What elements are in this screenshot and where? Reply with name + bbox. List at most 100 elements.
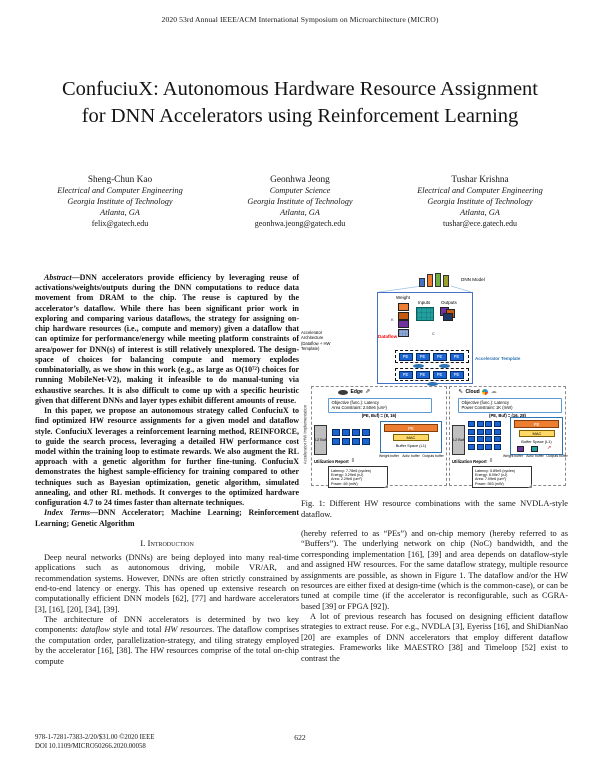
author-dept: Electrical and Computer Engineering [57,186,183,196]
edge-panel: Edge ⇗ Objective (func.): Latency Area C… [311,386,447,489]
author-name: Sheng-Chun Kao [87,175,153,185]
author-2: Geonhwa Jeong Computer Science Georgia I… [210,174,390,230]
author-dept: Electrical and Computer Engineering [417,186,543,196]
pe-cell [485,428,492,435]
cloud-icon: ☁ [490,388,497,395]
activation-buffer-label: Activ. buffer [402,454,420,458]
report-power: Power: 69 (mW) [331,481,358,486]
inputs-label: Inputs [418,300,431,305]
pe-cell [332,438,340,445]
noc-buffer-ellipse [413,364,424,368]
cloud-pe-detail: PE MAC Buffer Space (L1) ↗ [510,417,563,455]
edge-config: (PE, Buf) = (8, 16) [361,413,397,418]
pe-cell [485,421,492,427]
down-arrow-icon: ⇩ [488,458,494,464]
weight-tile [398,303,409,311]
right-column: DNN Model Weight K Inputs Outputs [301,272,568,664]
intro-paragraph-2: The architecture of DNN accelerators is … [35,615,299,667]
author-institution: Georgia Institute of Technology [427,197,533,207]
edge-utilization-title: Utilization Report ⇩ [314,458,355,465]
outputs-label: Outputs [441,300,457,305]
author-1: Sheng-Chun Kao Electrical and Computer E… [30,174,210,230]
pe-block: PE [449,352,464,361]
accelerator-template-label: Accelerator Template [475,356,521,361]
cloud-objective: Objective (func.): Latency [461,400,509,405]
author-institution: Georgia Institute of Technology [247,197,353,207]
weight-label: Weight [396,295,410,300]
weight-tile [398,328,409,337]
outputs-tensor [440,307,457,321]
pe-cell [352,438,360,445]
pe-block: PE [449,370,464,379]
pe-cell [352,429,360,436]
utilization-report-label: Utilization Report [452,459,487,465]
pe-cell [362,438,370,445]
pe-block: PE [432,352,447,361]
activation-buffer-cube [531,446,538,452]
pe-block: PE [415,352,430,361]
abstract-paragraph-1: Abstract—DNN accelerators provide effici… [35,273,299,406]
report-energy: Energy: 3.29e6 (nJ) [331,472,364,477]
dnn-layer-bar [419,278,425,287]
edge-utilization-note: Latency: 7.78e6 (cycles) Energy: 3.29e6 … [328,466,388,489]
index-terms-lead: Index Terms [44,508,91,518]
pe-cell [332,429,340,436]
author-city: Atlanta, GA [280,208,320,218]
pe-cell [485,436,492,442]
dnn-model-bars [419,272,449,287]
cloud-panel-header: ⇖ Cloud ☁ [458,389,497,395]
page-number: 622 [294,733,306,742]
cloud-l2-buffer: L2 Buf [452,425,465,455]
pe-array-strip-2: PE PE PE PE [395,368,469,381]
intro-p2-e: . The dataflow comprises the computation… [35,625,299,666]
l1-buffer-label: Buffer Space (L1) [395,443,427,448]
outputs-arrow-icon: ↗ [547,445,552,451]
pe-cell [493,443,501,450]
section-heading-introduction: I. Introduction [140,537,194,548]
north-west-arrow-icon: ⇖ [458,388,464,395]
pe-cell [468,428,475,435]
cloud-title: Cloud [465,389,480,395]
pe-cell [485,443,492,450]
left-column: Abstract—DNN accelerators provide effici… [35,273,299,667]
edge-buffer-labels: Weight buffer Activ. buffer Outputs buff… [378,454,444,459]
cloud-utilization-title: Utilization Report ⇩ [452,458,494,465]
isbn-line: 978-1-7281-7383-2/20/$31.00 ©2020 IEEE [35,734,155,741]
report-area: Area: 7.09e6 (um²) [475,477,506,482]
cloud-panel: ⇖ Cloud ☁ Objective (func.): Latency Pow… [449,386,568,489]
intro-paragraph-1: Deep neural networks (DNNs) are being de… [35,552,299,614]
utilization-report-label: Utilization Report [314,459,349,465]
author-email: felix@gatech.edu [91,219,149,229]
pe-block: PE [415,370,430,379]
abstract-lead: Abstract [44,273,72,282]
north-east-arrow-icon: ⇗ [365,388,371,395]
abstract-text-1: —DNN accelerators provide efficiency by … [35,273,299,405]
noc-buffer-ellipse [427,382,438,386]
intro-p2-a: The architecture of DNN accelerators is … [35,615,299,635]
intro-p2-c: style and total [110,625,165,635]
cloud-utilization-note: Latency: 5.89e5 (cycles) Energy: 8.09e7 … [472,466,532,489]
copyright-footer: 978-1-7281-7383-2/20/$31.00 ©2020 IEEE D… [35,733,154,751]
intro-p2-hw-resources: HW resources [164,625,213,635]
edge-constraint: Area Constraint: 2.50e6 (um²) [331,405,387,411]
report-energy: Energy: 8.09e7 (nJ) [475,472,508,477]
pe-block: PE [398,370,413,379]
dnn-model-label: DNN Model [461,277,485,282]
dnn-layer-bar [443,275,449,287]
cloud-pe-grid [468,421,501,450]
edge-l2-buffer: L2 Buf [314,425,327,455]
pe-cell [476,428,484,435]
figure-1-caption: Fig. 1: Different HW resource combinatio… [301,499,568,519]
accelerator-architecture-label: Accelerator Architecture (Dataflow + HW … [301,330,331,351]
paper-title: ConfuciuX: Autonomous Hardware Resource … [62,78,538,128]
cloud-objective-box: Objective (func.): Latency Power Constra… [458,398,562,413]
pe-cell [468,436,475,442]
author-email: geonhwa.jeong@gatech.edu [254,219,346,229]
edge-panel-header: Edge ⇗ [338,389,370,395]
weight-tile [398,311,409,320]
accelerator-hw-implementation-label: Accelerator HW Implementation [302,404,308,465]
mac-unit: MAC [393,434,429,441]
noc-buffer-ellipse [439,364,450,368]
edge-objective-box: Objective (func.): Latency Area Constrai… [328,398,432,413]
